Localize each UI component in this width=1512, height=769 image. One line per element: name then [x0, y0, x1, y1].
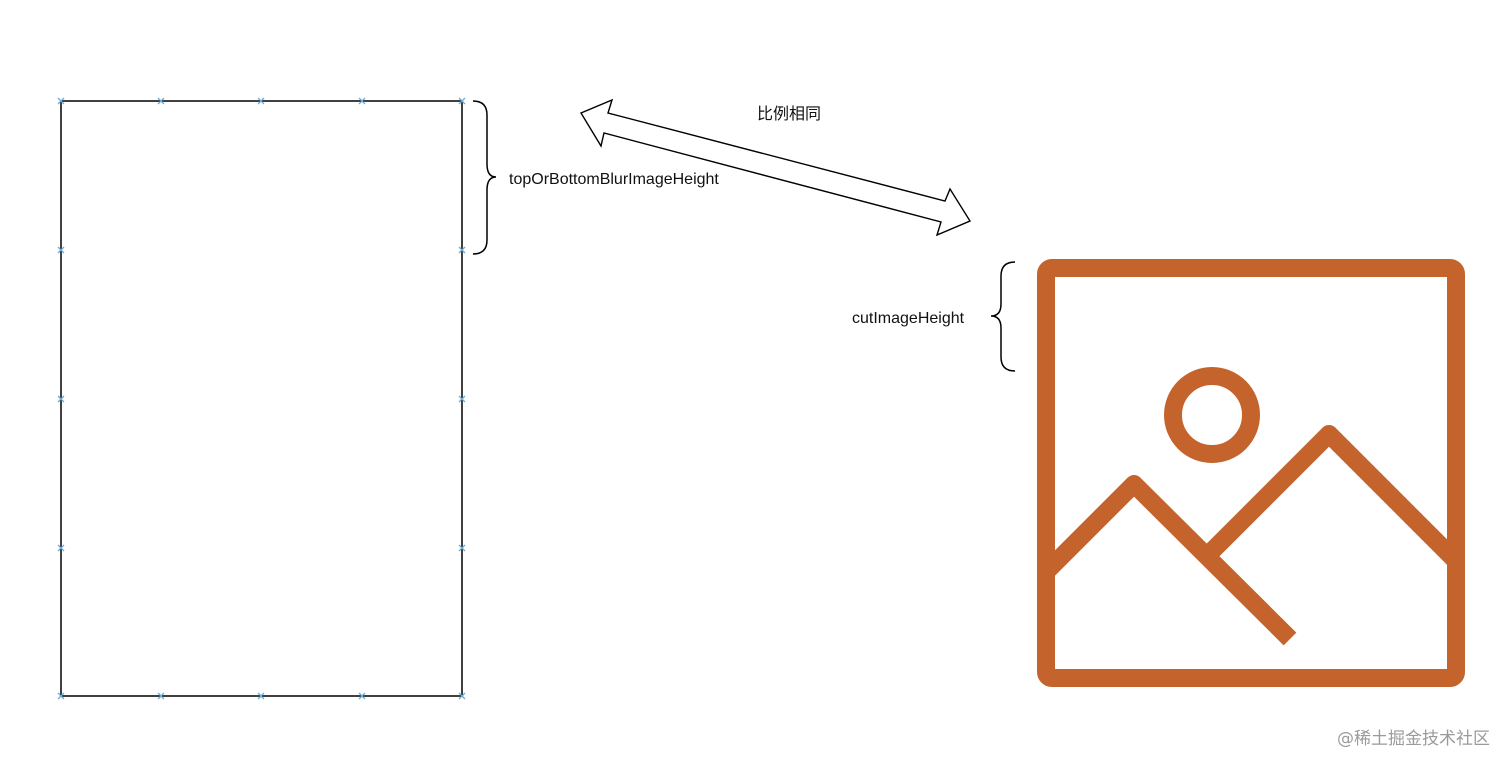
blur-height-label: topOrBottomBlurImageHeight	[509, 171, 719, 188]
cut-height-brace	[990, 261, 1016, 372]
blur-height-brace	[472, 100, 497, 255]
resize-handle[interactable]	[358, 97, 366, 105]
resize-handle[interactable]	[57, 246, 65, 254]
double-headed-arrow-icon	[579, 98, 972, 237]
icon-mountain-left	[1041, 475, 1297, 646]
resize-handle[interactable]	[57, 544, 65, 552]
screen-rectangle[interactable]	[60, 100, 463, 697]
resize-handle[interactable]	[157, 692, 165, 700]
watermark-text: @稀土掘金技术社区	[1337, 729, 1490, 749]
cut-height-label: cutImageHeight	[852, 310, 965, 327]
resize-handle[interactable]	[458, 97, 466, 105]
icon-sun	[1164, 367, 1260, 463]
resize-handle[interactable]	[157, 97, 165, 105]
ratio-label: 比例相同	[757, 105, 821, 123]
resize-handle[interactable]	[257, 97, 265, 105]
resize-handle[interactable]	[458, 544, 466, 552]
icon-mountain-right	[1203, 425, 1461, 566]
icon-frame	[1037, 259, 1465, 687]
resize-handle[interactable]	[458, 246, 466, 254]
resize-handle[interactable]	[257, 692, 265, 700]
selection-handles	[57, 97, 466, 700]
image-placeholder-icon	[1037, 259, 1465, 687]
resize-handle[interactable]	[458, 692, 466, 700]
resize-handle[interactable]	[458, 395, 466, 403]
resize-handle[interactable]	[358, 692, 366, 700]
resize-handle[interactable]	[57, 395, 65, 403]
resize-handle[interactable]	[57, 692, 65, 700]
resize-handle[interactable]	[57, 97, 65, 105]
